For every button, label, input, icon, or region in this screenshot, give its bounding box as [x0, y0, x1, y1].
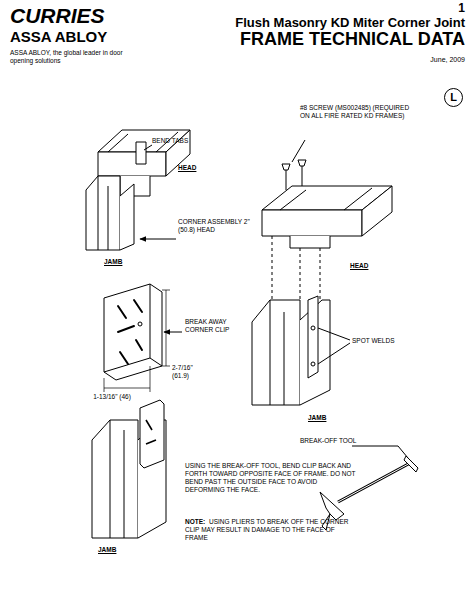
- line-art: [120, 184, 134, 250]
- line-art: [311, 362, 315, 366]
- part-label: HEAD: [178, 164, 196, 172]
- line-art: [362, 186, 392, 236]
- note: USING THE BREAK-OFF TOOL, BEND CLIP BACK…: [185, 462, 357, 495]
- line-art: [86, 176, 120, 250]
- line-art: [282, 164, 290, 190]
- line-art: [92, 420, 138, 538]
- part-label: SPOT WELDS: [352, 337, 395, 345]
- part-label: CORNER ASSEMBLY 2" (50.8) HEAD: [178, 218, 260, 234]
- dimension: 2-7/16" (61.9): [172, 364, 206, 380]
- line-art: [98, 176, 108, 250]
- line-art: [262, 210, 362, 236]
- part-label: BREAK AWAY CORNER CLIP: [185, 318, 243, 334]
- line-art: [252, 300, 300, 405]
- line-art: [144, 145, 152, 150]
- logo-text: ASSA ABLOY: [10, 29, 107, 46]
- jamb-piece: [92, 400, 166, 538]
- page-number: 1: [458, 2, 465, 15]
- line-art: [404, 456, 418, 472]
- badge-letter: L: [450, 92, 457, 103]
- line-art: [136, 142, 146, 164]
- jamb-piece: [252, 296, 330, 405]
- line-art: [104, 284, 162, 372]
- part-label: #8 SCREW (MS002485) (REQUIRED ON ALL FIR…: [300, 104, 420, 120]
- line-art: [162, 290, 170, 366]
- line-art: [280, 188, 372, 210]
- line-art: [110, 420, 124, 538]
- line-art: [118, 300, 142, 364]
- line-art: [86, 130, 418, 538]
- line-art: [104, 366, 150, 392]
- line-art: [140, 239, 176, 240]
- date: June, 2009: [430, 56, 465, 65]
- title: Flush Masonry KD Miter Corner Joint: [235, 15, 465, 31]
- head-piece: [262, 186, 392, 248]
- line-art: [272, 236, 320, 300]
- line-art: [292, 140, 305, 162]
- note: USING PLIERS TO BREAK OFF THE CORNER CLI…: [185, 518, 353, 542]
- jamb-piece: [86, 176, 134, 250]
- line-art: [146, 420, 156, 444]
- heading: FRAME TECHNICAL DATA: [240, 30, 465, 50]
- part-label: HEAD: [350, 262, 368, 270]
- part-label: JAMB: [308, 414, 326, 422]
- circle-badge: L: [444, 88, 463, 107]
- line-art: [352, 446, 408, 458]
- line-art: [298, 160, 306, 186]
- line-art: [311, 326, 315, 330]
- dimension: 1-13/16" (46): [92, 393, 132, 401]
- note-heading: NOTE:: [185, 518, 205, 526]
- part-label: JAMB: [98, 546, 116, 554]
- line-art: [164, 332, 182, 333]
- part-label: BEND TABS: [152, 137, 188, 145]
- line-art: [98, 152, 166, 176]
- logo-text: CURRIES: [10, 4, 105, 27]
- part-label: BREAK-OFF TOOL: [300, 437, 356, 445]
- line-art: [138, 322, 142, 326]
- line-art: [318, 328, 350, 364]
- line-art: [270, 300, 284, 405]
- line-art: [140, 400, 164, 468]
- line-art: [308, 296, 318, 378]
- corner-clip: [104, 284, 162, 380]
- tagline: ASSA ABLOY, the global leader in door op…: [10, 49, 128, 65]
- part-label: JAMB: [104, 258, 122, 266]
- line-art: [290, 236, 330, 248]
- line-art: [320, 492, 344, 520]
- line-art: [104, 284, 162, 380]
- screw: [282, 160, 306, 190]
